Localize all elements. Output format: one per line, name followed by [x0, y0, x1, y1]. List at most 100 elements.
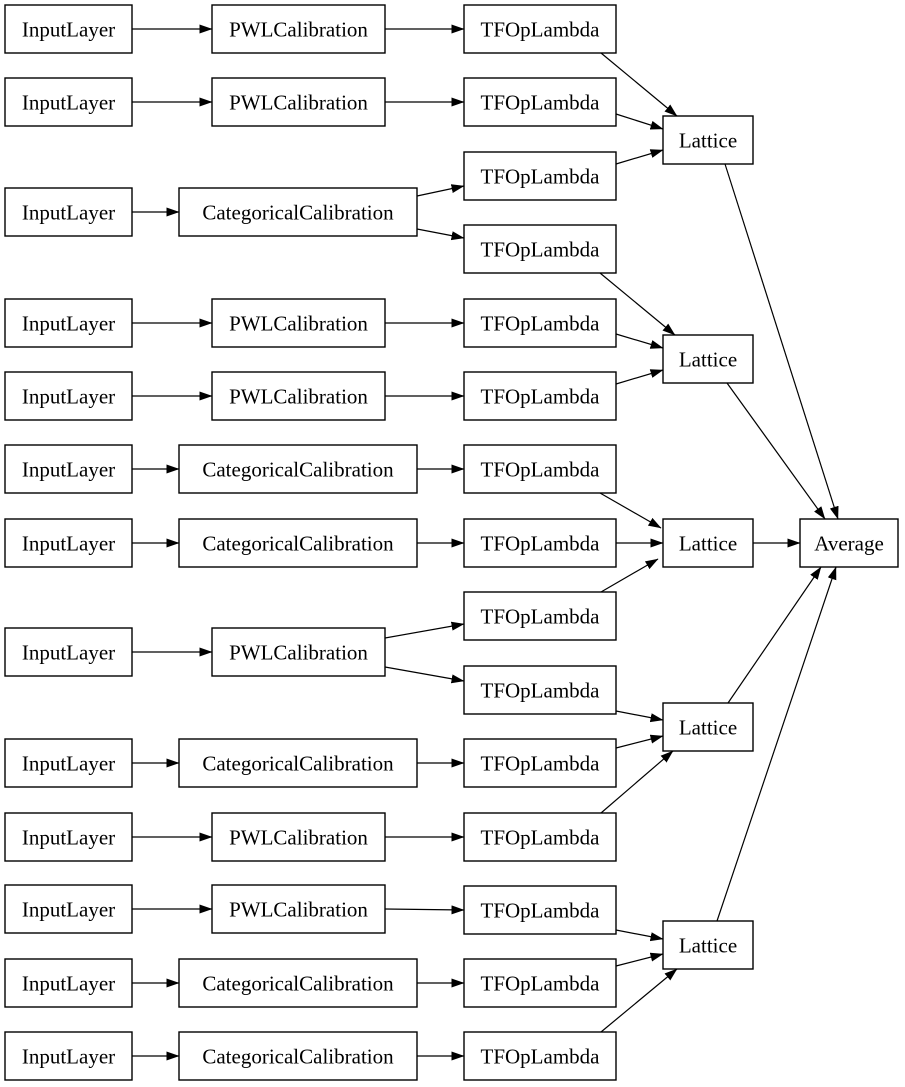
node-label-lattice4: Lattice: [679, 715, 737, 739]
edge-cal3-tfop3: [416, 184, 465, 197]
node-box-cal4: [211, 298, 386, 348]
node-box-tfop15: [463, 1031, 617, 1081]
edge-cal8-tfop10: [384, 666, 465, 684]
node-label-in8: InputLayer: [22, 640, 115, 664]
node-box-tfop1: [463, 4, 617, 54]
node-in6: InputLayer: [4, 444, 133, 494]
node-label-tfop1: TFOpLambda: [481, 17, 601, 41]
edge-tfop4-lattice2: [599, 272, 676, 336]
node-tfop5: TFOpLambda: [463, 298, 617, 348]
node-label-in6: InputLayer: [22, 457, 115, 481]
node-label-cal8: PWLCalibration: [229, 640, 368, 664]
node-label-in5: InputLayer: [22, 384, 115, 408]
node-label-tfop3: TFOpLambda: [481, 164, 601, 188]
node-box-tfop10: [463, 665, 617, 715]
node-in13: InputLayer: [4, 1031, 133, 1081]
edges-layer: [132, 24, 839, 1061]
node-cal6: CategoricalCalibration: [178, 444, 418, 494]
edge-tfop12-lattice4: [600, 750, 674, 814]
node-label-in4: InputLayer: [22, 311, 115, 335]
node-box-tfop8: [463, 518, 617, 568]
node-box-cal8: [211, 627, 386, 677]
node-box-cal9: [178, 738, 418, 788]
node-box-tfop11: [463, 738, 617, 788]
node-label-tfop4: TFOpLambda: [481, 237, 601, 261]
node-cal8: PWLCalibration: [211, 627, 386, 677]
node-label-average: Average: [814, 531, 884, 555]
node-box-in6: [4, 444, 133, 494]
edge-cal8-tfop9: [384, 621, 465, 639]
node-cal4: PWLCalibration: [211, 298, 386, 348]
node-label-cal7: CategoricalCalibration: [202, 531, 394, 555]
edge-tfop9-lattice3: [600, 558, 659, 593]
node-box-in5: [4, 371, 133, 421]
node-label-in7: InputLayer: [22, 531, 115, 555]
node-box-lattice4: [662, 702, 754, 752]
node-box-cal12: [178, 958, 418, 1008]
node-tfop4: TFOpLambda: [463, 224, 617, 274]
node-label-tfop12: TFOpLambda: [481, 825, 601, 849]
node-box-cal10: [211, 812, 386, 862]
edge-tfop14-lattice5: [615, 952, 664, 967]
node-box-in8: [4, 627, 133, 677]
node-box-tfop12: [463, 812, 617, 862]
node-in8: InputLayer: [4, 627, 133, 677]
node-label-lattice2: Lattice: [679, 347, 737, 371]
node-box-cal5: [211, 371, 386, 421]
node-box-average: [799, 518, 899, 568]
node-label-cal11: PWLCalibration: [229, 897, 368, 921]
node-in10: InputLayer: [4, 812, 133, 862]
node-box-cal2: [211, 77, 386, 127]
node-box-cal11: [211, 884, 386, 934]
node-in11: InputLayer: [4, 884, 133, 934]
node-average: Average: [799, 518, 899, 568]
node-cal12: CategoricalCalibration: [178, 958, 418, 1008]
node-tfop6: TFOpLambda: [463, 371, 617, 421]
node-label-tfop11: TFOpLambda: [481, 751, 601, 775]
edge-tfop11-lattice4: [615, 734, 664, 749]
edge-tfop3-lattice1: [615, 149, 664, 165]
node-box-cal3: [178, 187, 418, 237]
edge-tfop7-lattice3: [599, 492, 662, 529]
node-box-cal1: [211, 4, 386, 54]
node-label-cal4: PWLCalibration: [229, 311, 368, 335]
node-box-tfop4: [463, 224, 617, 274]
node-label-in9: InputLayer: [22, 751, 115, 775]
node-box-in1: [4, 4, 133, 54]
node-label-tfop6: TFOpLambda: [481, 384, 601, 408]
node-label-in1: InputLayer: [22, 17, 115, 41]
edge-tfop1-lattice1: [600, 52, 678, 117]
node-box-tfop2: [463, 77, 617, 127]
node-box-lattice1: [662, 115, 754, 165]
node-box-in3: [4, 187, 133, 237]
edge-tfop10-lattice4: [615, 710, 664, 723]
edge-tfop6-lattice2: [615, 369, 664, 385]
nodes-layer: InputLayerInputLayerInputLayerInputLayer…: [4, 4, 899, 1081]
edge-lattice2-average: [726, 382, 826, 520]
node-lattice5: Lattice: [662, 920, 754, 970]
node-label-tfop15: TFOpLambda: [481, 1044, 601, 1068]
node-lattice4: Lattice: [662, 702, 754, 752]
node-label-tfop5: TFOpLambda: [481, 311, 601, 335]
node-box-in13: [4, 1031, 133, 1081]
node-in2: InputLayer: [4, 77, 133, 127]
node-tfop7: TFOpLambda: [463, 444, 617, 494]
node-cal3: CategoricalCalibration: [178, 187, 418, 237]
node-cal2: PWLCalibration: [211, 77, 386, 127]
node-box-in4: [4, 298, 133, 348]
node-box-tfop9: [463, 591, 617, 641]
node-cal9: CategoricalCalibration: [178, 738, 418, 788]
node-label-tfop14: TFOpLambda: [481, 971, 601, 995]
node-label-tfop7: TFOpLambda: [481, 457, 601, 481]
node-label-in13: InputLayer: [22, 1044, 115, 1068]
node-label-in3: InputLayer: [22, 200, 115, 224]
node-tfop10: TFOpLambda: [463, 665, 617, 715]
node-box-cal13: [178, 1031, 418, 1081]
node-box-lattice5: [662, 920, 754, 970]
node-label-tfop10: TFOpLambda: [481, 678, 601, 702]
node-in3: InputLayer: [4, 187, 133, 237]
node-box-in2: [4, 77, 133, 127]
node-label-tfop13: TFOpLambda: [481, 898, 601, 922]
